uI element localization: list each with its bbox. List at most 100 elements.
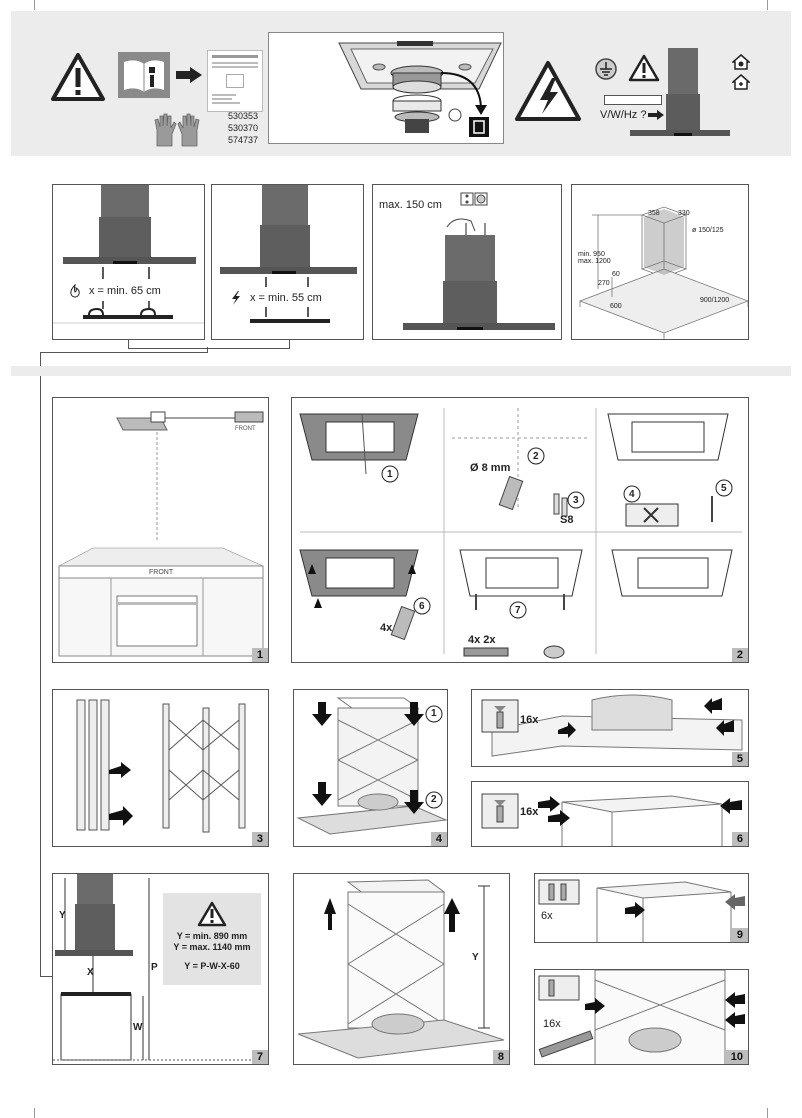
height-min: Y = min. 890 mm bbox=[176, 931, 248, 941]
frame-mount-illustration bbox=[296, 697, 447, 835]
lightning-icon bbox=[232, 291, 240, 305]
label-y: Y bbox=[472, 952, 479, 963]
crop-mark bbox=[767, 0, 768, 10]
gas-clearance-panel: x = min. 65 cm bbox=[52, 184, 205, 340]
gas-hob-illustration bbox=[53, 185, 204, 324]
height-calc-illustration bbox=[53, 874, 268, 1061]
label-x: X bbox=[87, 967, 94, 978]
step-number: 2 bbox=[731, 648, 748, 662]
flame-icon bbox=[70, 284, 80, 298]
height-warning-box: Y = min. 890 mm Y = max. 1140 mm Y = P-W… bbox=[163, 893, 261, 985]
part-code: 530353 bbox=[228, 111, 259, 121]
read-manual-icon bbox=[118, 52, 170, 98]
crop-mark bbox=[34, 1108, 35, 1118]
frame-unfold-illustration bbox=[76, 699, 246, 833]
step-number: 8 bbox=[492, 1050, 509, 1064]
instructions-band bbox=[11, 366, 791, 376]
step9-panel: 6x 9 bbox=[534, 873, 749, 943]
dim-diameter: ø 150/125 bbox=[692, 227, 724, 234]
warning-icon bbox=[51, 53, 105, 101]
part-code: 530370 bbox=[228, 123, 259, 133]
sub-step: 5 bbox=[721, 483, 727, 494]
sub-step: 1 bbox=[431, 708, 437, 719]
step-number: 9 bbox=[731, 928, 748, 942]
dim-270: 270 bbox=[598, 280, 610, 287]
part-code: 574737 bbox=[228, 135, 259, 145]
plug-size-label: S8 bbox=[560, 514, 574, 526]
drill-diameter-label: Ø 8 mm bbox=[470, 462, 511, 474]
screw-frame-illustration bbox=[481, 694, 743, 757]
rating-plate bbox=[604, 95, 662, 105]
dimensions-panel: 358 330 ø 150/125 min. 950 max. 1200 60 … bbox=[571, 184, 749, 340]
electric-clearance-panel: x = min. 55 cm bbox=[211, 184, 364, 340]
dimension-drawing bbox=[578, 206, 748, 339]
dim-330: 330 bbox=[678, 210, 690, 217]
hood-icon bbox=[630, 48, 730, 136]
warning-small-icon bbox=[628, 54, 660, 82]
dim-min-height: min. 950 bbox=[578, 251, 605, 258]
packaging-illustration bbox=[338, 41, 502, 137]
gloves-icon bbox=[154, 113, 200, 147]
house-icon bbox=[732, 54, 750, 70]
step-number: 4 bbox=[430, 832, 447, 846]
step3-panel: 3 bbox=[52, 689, 269, 847]
front-label-top: FRONT bbox=[235, 426, 256, 432]
screw-qty-label: 16x bbox=[520, 714, 539, 726]
step5-panel: 16x 5 bbox=[471, 689, 749, 767]
step4-panel: 1 2 4 bbox=[293, 689, 448, 847]
step1-panel: FRONT FRONT 1 bbox=[52, 397, 269, 663]
bracket-line bbox=[128, 340, 290, 349]
electric-hazard-icon bbox=[515, 61, 581, 121]
plate-shape bbox=[299, 413, 419, 461]
dim-600: 600 bbox=[610, 303, 622, 310]
bracket-line bbox=[40, 352, 207, 353]
house-icon bbox=[732, 74, 750, 90]
sub-step: 3 bbox=[573, 495, 579, 506]
label-p: P bbox=[151, 962, 158, 973]
step10-panel: 16x 10 bbox=[534, 969, 749, 1065]
part-codes: 530353 530370 574737 bbox=[228, 110, 258, 146]
step-number: 1 bbox=[251, 648, 268, 662]
electric-hob-illustration bbox=[220, 185, 357, 323]
sub-step: 6 bbox=[419, 601, 425, 612]
label-w: W bbox=[133, 1022, 143, 1033]
bracket-line bbox=[207, 347, 208, 353]
crop-mark bbox=[767, 1108, 768, 1118]
step6-panel: 16x 6 bbox=[471, 781, 749, 847]
front-label-bottom: FRONT bbox=[149, 569, 174, 576]
extension-panel: max. 150 cm bbox=[372, 184, 562, 340]
electric-clearance-label: x = min. 55 cm bbox=[250, 292, 322, 304]
step-number: 10 bbox=[725, 1050, 748, 1064]
step-number: 6 bbox=[731, 832, 748, 846]
screw-frame-top-illustration bbox=[481, 793, 742, 846]
ground-icon bbox=[595, 58, 617, 80]
warning-icon bbox=[197, 901, 227, 927]
arrow-right-icon bbox=[176, 67, 202, 83]
max-extension-label: max. 150 cm bbox=[379, 199, 442, 211]
label-y: Y bbox=[59, 910, 66, 921]
voltage-label: V/W/Hz ? bbox=[600, 109, 647, 121]
frame-extend-illustration bbox=[297, 879, 505, 1059]
extension-illustration bbox=[403, 192, 555, 330]
screw-qty-label: 16x bbox=[520, 806, 539, 818]
sub-step: 7 bbox=[515, 605, 521, 616]
screw-qty-label: 6x bbox=[541, 910, 553, 922]
arrow-right-icon bbox=[648, 110, 664, 120]
step2-illustration bbox=[299, 408, 742, 659]
step-number: 7 bbox=[251, 1050, 268, 1064]
step-number: 3 bbox=[251, 832, 268, 846]
sub-step: 2 bbox=[431, 794, 437, 805]
step-number: 5 bbox=[731, 752, 748, 766]
gas-clearance-label: x = min. 65 cm bbox=[89, 285, 161, 297]
frame-top-screw-illustration bbox=[538, 879, 745, 942]
sub-step: 2 bbox=[533, 451, 539, 462]
packaging-panel bbox=[268, 32, 504, 144]
leaflet-image bbox=[207, 50, 263, 112]
frame-bottom-screw-illustration bbox=[538, 970, 745, 1064]
crop-mark bbox=[34, 0, 35, 10]
screw-qty-label: 16x bbox=[543, 1018, 561, 1030]
dim-max-height: max. 1200 bbox=[578, 258, 611, 265]
step1-illustration bbox=[58, 411, 264, 657]
bracket-line bbox=[40, 352, 41, 976]
dim-60: 60 bbox=[612, 271, 620, 278]
